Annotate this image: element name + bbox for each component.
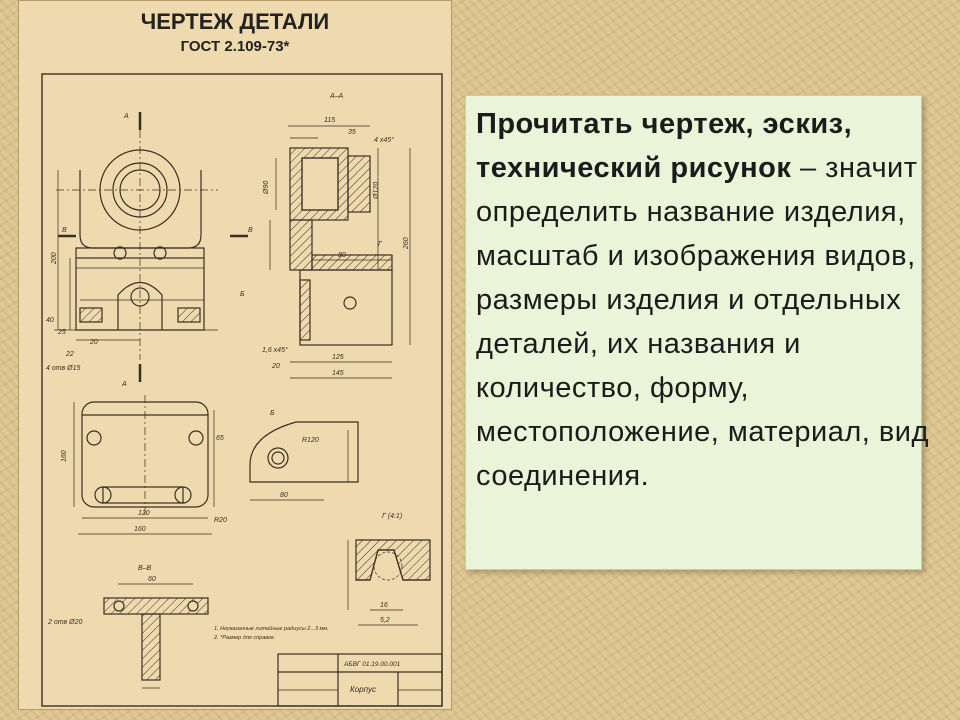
text-box — [465, 95, 922, 570]
label-section-v-right: В — [248, 227, 253, 234]
dim-145: 145 — [332, 370, 344, 377]
stamp-code: АБВГ 01.19.00.001 — [343, 661, 401, 668]
dim-90: Ø90 — [263, 181, 270, 195]
label-mark-g: Г — [378, 241, 383, 248]
note-2: 2. *Размер для справок. — [213, 635, 275, 641]
dim-2-holes: 2 отв Ø20 — [47, 619, 82, 626]
dim-20: 20 — [271, 363, 280, 370]
dim-20-left: 20 — [89, 339, 98, 346]
view-b — [249, 421, 359, 501]
dim-80: 80 — [338, 252, 346, 259]
dim-80b: 80 — [280, 492, 288, 499]
dim-260: 260 — [403, 237, 410, 250]
dim-160: 160 — [61, 450, 68, 462]
dim-115: 115 — [324, 117, 335, 124]
main-text: Прочитать чертеж, эскиз, технический рис… — [476, 102, 946, 498]
top-view — [73, 395, 215, 535]
dim-16x45: 1,6 x45° — [262, 346, 288, 354]
drawing-sheet — [18, 0, 452, 710]
dim-16: 16 — [380, 602, 388, 609]
stamp-name: Корпус — [350, 685, 376, 694]
label-section-v-left: В — [62, 227, 67, 234]
dim-200: 200 — [51, 252, 58, 265]
dim-60: 60 — [148, 576, 156, 583]
title-block — [277, 653, 443, 707]
section-vv — [103, 583, 209, 689]
dim-35: 35 — [348, 129, 356, 136]
main-text-rest: – значит определить название изделия, ма… — [476, 152, 929, 492]
label-section-aa: А–А — [329, 93, 344, 100]
dim-160b: 160 — [134, 526, 146, 533]
technical-drawing: А–А А А В В Б Б В–В Г (4:1) Г 115 35 4 x… — [41, 73, 443, 707]
dim-22: 22 — [65, 351, 74, 358]
dim-120: Ø120 — [373, 182, 380, 200]
label-arrow-b: Б — [240, 291, 245, 298]
dim-r20: R20 — [214, 517, 227, 524]
dim-r120: R120 — [302, 437, 319, 444]
dim-25: 25 — [57, 329, 66, 336]
dim-120b: 120 — [138, 510, 150, 517]
detail-g — [347, 539, 431, 626]
label-detail-g: Г (4:1) — [382, 513, 402, 520]
drawing-title: ЧЕРТЕЖ ДЕТАЛИ — [140, 9, 330, 34]
drawing-frame — [41, 73, 443, 707]
dim-65: 65 — [216, 435, 224, 442]
label-view-b: Б — [270, 410, 275, 417]
drawing-standard: ГОСТ 2.109-73* — [180, 38, 290, 55]
label-section-a-bottom: А — [121, 381, 127, 388]
main-text-bold: Прочитать чертеж, эскиз, технический рис… — [476, 108, 853, 184]
section-aa — [269, 125, 411, 379]
dim-4-holes: 4 отв Ø15 — [46, 365, 80, 372]
note-1: 1. Неуказанные литейные радиусы 2...3 мм… — [214, 625, 329, 632]
dim-4x45: 4 x45° — [374, 136, 394, 144]
front-view — [54, 112, 248, 382]
dim-52: 5,2 — [380, 617, 390, 624]
label-section-a-top: А — [123, 113, 129, 120]
label-section-vv: В–В — [138, 565, 152, 572]
dim-40: 40 — [46, 317, 54, 324]
dim-125: 125 — [332, 354, 344, 361]
